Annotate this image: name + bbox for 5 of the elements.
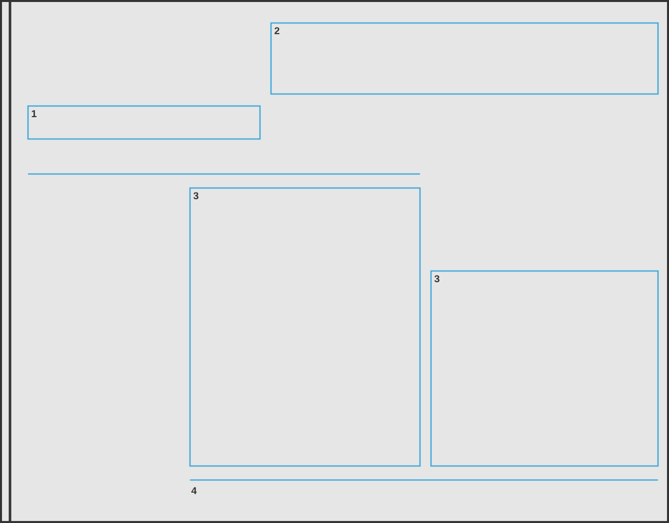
callout-number: 4 xyxy=(191,487,197,494)
layout-box: 2 xyxy=(270,22,659,95)
layout-box: 1 xyxy=(27,105,261,140)
layout-box: 3 xyxy=(430,270,659,467)
layout-box: 3 xyxy=(189,187,421,467)
